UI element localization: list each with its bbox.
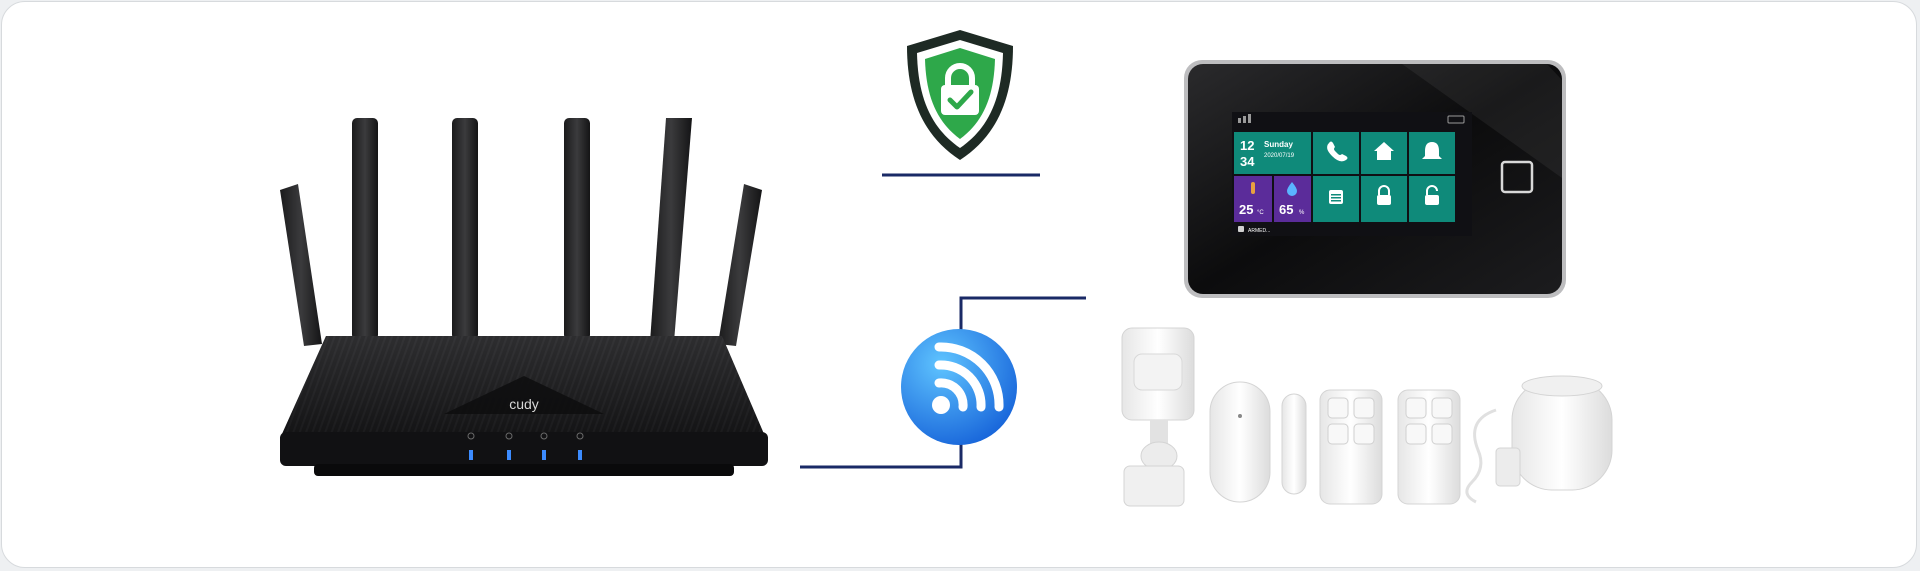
temperature-value: 25	[1239, 202, 1253, 217]
temperature-unit: °C	[1257, 210, 1264, 216]
router-brand-label: cudy	[509, 396, 539, 412]
wifi-signal-icon	[899, 327, 1019, 447]
router-antennas	[280, 118, 762, 346]
water-drop-icon	[1287, 182, 1297, 196]
bell-icon	[1422, 142, 1442, 159]
datetime-tile	[1234, 132, 1311, 174]
phone-icon	[1327, 141, 1348, 162]
armed-status-icon	[1238, 226, 1244, 232]
lock-icon	[1377, 195, 1391, 205]
day-label: Sunday	[1264, 140, 1293, 149]
humidity-value: 65	[1279, 202, 1293, 217]
thermometer-icon	[1251, 182, 1255, 194]
unlock-icon	[1425, 195, 1439, 205]
rfid-reader	[1500, 160, 1534, 194]
door-sensor	[1209, 381, 1307, 503]
siren	[1465, 375, 1613, 504]
motion-sensor	[1121, 327, 1195, 507]
humidity-unit: %	[1299, 210, 1305, 216]
time-minute: 34	[1240, 154, 1255, 169]
router: cudy	[274, 114, 774, 499]
alarm-screen-status-bar	[1238, 114, 1465, 124]
home-icon	[1374, 142, 1394, 160]
remote-control-2	[1397, 389, 1461, 505]
router-status-leds	[467, 432, 584, 460]
alarm-control-panel: 12 34 Sunday 2020/07/19 25 °C 65 %	[1182, 58, 1568, 300]
router-body	[280, 336, 768, 476]
date-label: 2020/07/19	[1264, 153, 1295, 159]
shield-lock-check-icon	[901, 28, 1019, 162]
sensor-kit	[1112, 320, 1662, 520]
armed-status-label: ARMED...	[1248, 228, 1270, 234]
time-hour: 12	[1240, 138, 1254, 153]
remote-control-1	[1319, 389, 1383, 505]
